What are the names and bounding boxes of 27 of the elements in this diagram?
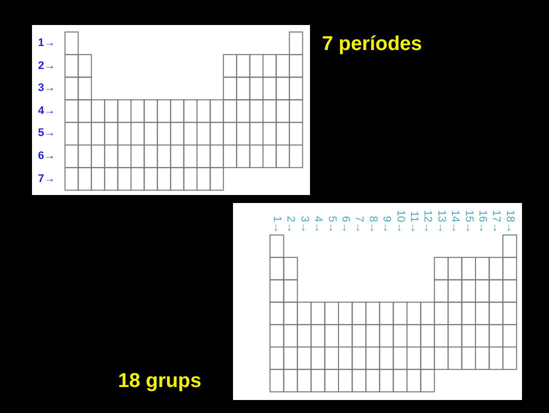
group-number: 16→: [476, 210, 488, 233]
group-number: 15→: [462, 210, 474, 233]
group-number: 4→: [312, 216, 324, 233]
period-number: 3→: [38, 82, 56, 94]
group-number: 11→: [408, 210, 419, 233]
group-number: 14→: [449, 210, 460, 233]
period-number: 4→: [38, 104, 56, 117]
period-number: 7→: [38, 172, 56, 185]
group-number: 18→: [504, 210, 515, 233]
group-number: 6→: [340, 216, 350, 233]
group-number: 5→: [326, 216, 337, 233]
group-number: 7→: [353, 216, 364, 233]
group-number: 10→: [394, 210, 406, 233]
group-number: 12→: [422, 210, 433, 233]
group-number: 3→: [298, 216, 310, 233]
period-number: 6→: [38, 150, 56, 162]
group-number: 8→: [366, 216, 378, 233]
group-number: 1→: [271, 216, 282, 233]
group-number: 17→: [490, 210, 502, 233]
group-number: 13→: [435, 210, 446, 233]
periods-heading: 7 períodes: [322, 33, 422, 56]
period-number: 5→: [38, 127, 56, 140]
period-number: 1→: [38, 37, 56, 49]
group-number: 2→: [284, 216, 296, 233]
groups-heading: 18 grups: [118, 370, 202, 393]
period-number: 2→: [38, 60, 56, 72]
group-number: 9→: [380, 216, 392, 233]
